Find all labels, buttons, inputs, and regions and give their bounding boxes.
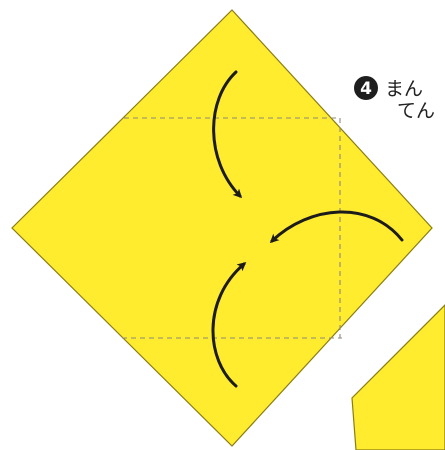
step-number: 4 [360, 79, 372, 99]
next-step-paper [352, 305, 445, 450]
step-text-line-2: てん [397, 100, 435, 122]
step-label: 4 まん てん [354, 76, 435, 122]
step-text-line-1: まん [385, 78, 423, 100]
